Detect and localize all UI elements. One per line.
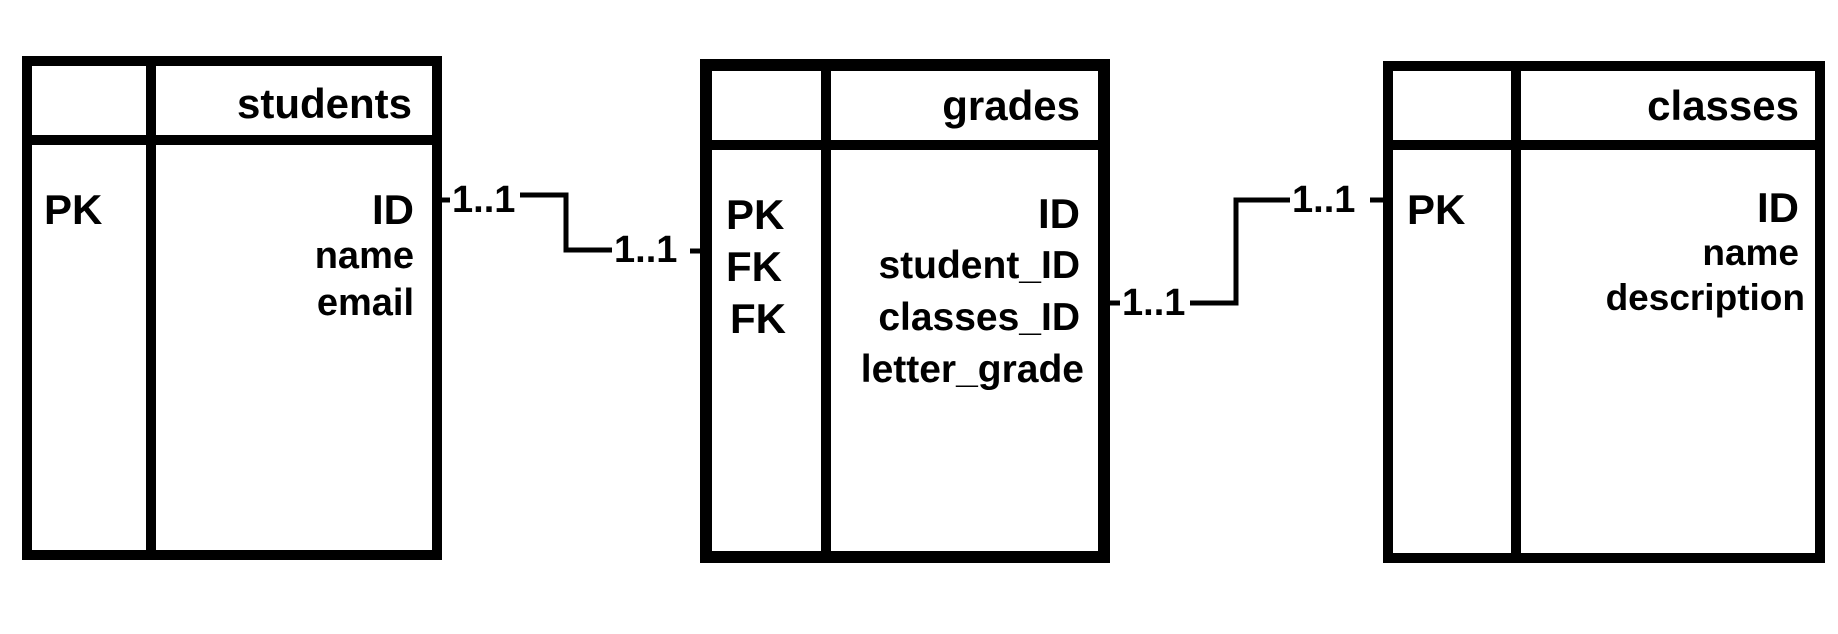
classes-field-description: description: [1605, 277, 1805, 318]
grades-header-divider: [712, 140, 1098, 150]
students-key-column: PK: [44, 185, 102, 235]
relationship-line-students-grades-elbow: [520, 192, 612, 253]
students-field-name: name: [314, 235, 414, 277]
cardinality-classes-side: 1..1: [1292, 179, 1356, 221]
classes-field-column: ID name description: [1606, 185, 1805, 320]
students-key-pk: PK: [44, 186, 103, 233]
students-key-column-divider: [146, 66, 156, 550]
classes-key-pk: PK: [1407, 186, 1466, 233]
grades-table: grades PK FK FK ID student_ID classes_ID…: [700, 59, 1110, 563]
cardinality-grades-classes-side: 1..1: [1122, 282, 1186, 324]
students-field-column: ID name email: [315, 186, 414, 327]
classes-key-column-divider: [1511, 71, 1521, 553]
classes-table-title: classes: [1647, 82, 1799, 129]
grades-field-student-id: student_ID: [878, 244, 1080, 287]
grades-key-fk-classes: FK: [730, 295, 786, 342]
grades-field-classes-id: classes_ID: [878, 296, 1080, 339]
students-table-title: students: [236, 80, 412, 127]
grades-field-letter-grade: letter_grade: [860, 348, 1084, 391]
cardinality-grades-student-side: 1..1: [614, 229, 678, 271]
grades-key-column-divider: [821, 71, 831, 551]
classes-key-column: PK: [1407, 185, 1465, 235]
grades-key-column: PK FK FK: [726, 189, 786, 345]
grades-field-id: ID: [1038, 190, 1080, 237]
relationship-line-grades-classes-elbow: [1190, 197, 1290, 306]
classes-table: classes PK ID name description: [1383, 61, 1825, 563]
grades-field-column: ID student_ID classes_ID letter_grade: [861, 188, 1084, 396]
students-field-email: email: [316, 282, 414, 324]
classes-field-name: name: [1702, 232, 1799, 273]
grades-key-fk-student: FK: [726, 243, 782, 290]
cardinality-students-side: 1..1: [452, 179, 516, 221]
grades-key-pk: PK: [726, 191, 785, 238]
students-field-id: ID: [372, 186, 414, 233]
students-header-divider: [32, 135, 432, 145]
classes-field-id: ID: [1757, 184, 1799, 231]
grades-table-title: grades: [942, 82, 1080, 129]
students-table: students PK ID name email: [22, 56, 442, 560]
classes-header-divider: [1393, 140, 1815, 150]
